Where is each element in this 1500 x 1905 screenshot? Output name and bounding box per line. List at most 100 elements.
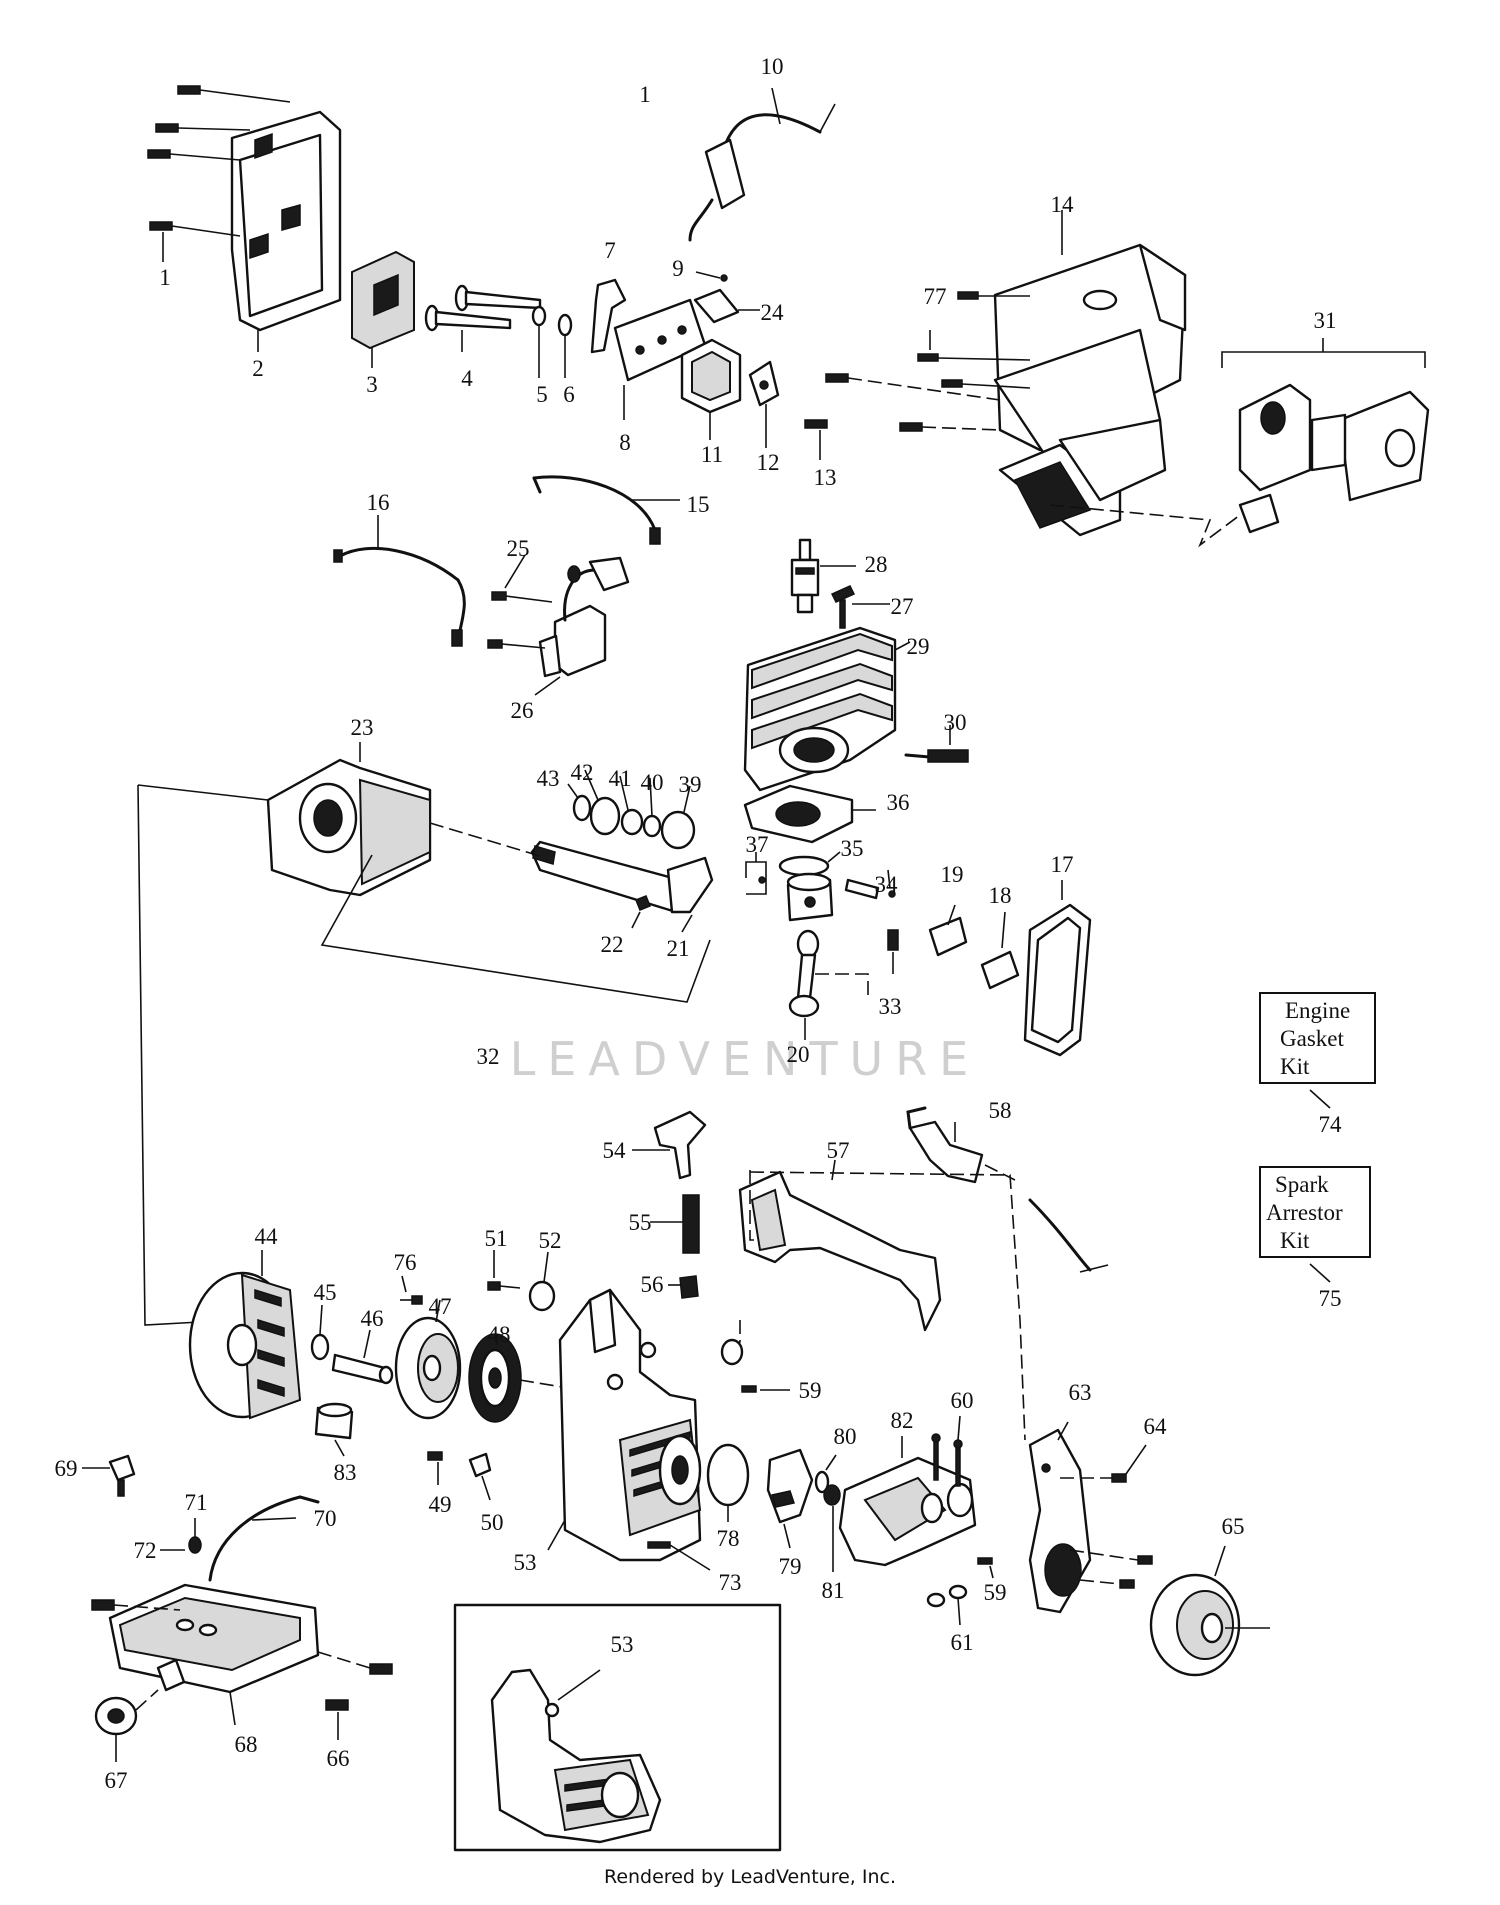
part-label-37: 37 xyxy=(746,832,769,857)
piston-pin-34 xyxy=(844,869,896,900)
clip-56 xyxy=(668,1275,699,1299)
part-label-68: 68 xyxy=(235,1732,258,1757)
part-label-10: 10 xyxy=(761,54,784,79)
engine-gasket-kit-box: Engine Gasket Kit xyxy=(1259,992,1376,1109)
part-label-3: 3 xyxy=(366,372,378,397)
part-label-20: 20 xyxy=(787,1042,810,1067)
part-label-81: 81 xyxy=(822,1578,845,1603)
throttle-lever xyxy=(590,278,627,354)
ignition-coil xyxy=(487,554,630,696)
part-label-80: 80 xyxy=(834,1424,857,1449)
part-label-5: 5 xyxy=(536,382,548,407)
cylinder xyxy=(743,626,911,792)
part-label-21: 21 xyxy=(667,936,690,961)
cylinder-gasket xyxy=(743,784,876,844)
part-label-78: 78 xyxy=(717,1526,740,1551)
clutch-drum-65 xyxy=(1149,1545,1270,1677)
part-label-31: 31 xyxy=(1314,308,1337,333)
starter-housing xyxy=(547,1288,702,1562)
screw-64 xyxy=(1060,1444,1147,1483)
part-label-63: 63 xyxy=(1069,1380,1092,1405)
part-label-43: 43 xyxy=(537,766,560,791)
part-label-53b: 53 xyxy=(611,1632,634,1657)
part-label-12: 12 xyxy=(757,450,780,475)
part-label-14: 14 xyxy=(1051,192,1075,217)
air-filter-element xyxy=(351,250,415,368)
part-label-8: 8 xyxy=(619,430,631,455)
cap-69 xyxy=(82,1454,136,1497)
part-label-44: 44 xyxy=(255,1224,279,1249)
part-label-32: 32 xyxy=(477,1044,500,1069)
part-label-53a: 53 xyxy=(514,1550,537,1575)
part-label-11: 11 xyxy=(701,442,723,467)
crankcase-half xyxy=(266,742,432,897)
spark-arrestor-kit-line-2: Arrestor xyxy=(1266,1200,1343,1225)
part-label-52: 52 xyxy=(539,1228,562,1253)
part-label-57: 57 xyxy=(827,1138,850,1163)
part-label-7: 7 xyxy=(604,238,616,263)
screw-73 xyxy=(647,1541,711,1571)
bracket-63 xyxy=(1028,1421,1092,1614)
part-label-59b: 59 xyxy=(984,1580,1007,1605)
part-label-83: 83 xyxy=(334,1460,357,1485)
part-label-61: 61 xyxy=(951,1630,974,1655)
part-label-77: 77 xyxy=(924,284,947,309)
part-label-35: 35 xyxy=(841,836,864,861)
part-label-71: 71 xyxy=(185,1490,208,1515)
part-label-23: 23 xyxy=(351,715,374,740)
cylinder-spring xyxy=(904,725,969,763)
connecting-rod xyxy=(788,929,869,1040)
air-filter-cover xyxy=(230,110,342,352)
part-label-1b: 1 xyxy=(159,265,171,290)
part-label-1a: 1 xyxy=(639,82,651,107)
engine-gasket-kit-line-2: Gasket xyxy=(1280,1026,1344,1051)
part-label-22: 22 xyxy=(601,932,624,957)
part-label-18: 18 xyxy=(989,883,1012,908)
screws-77 xyxy=(917,291,1031,389)
part-label-72: 72 xyxy=(134,1538,157,1563)
part-label-69: 69 xyxy=(55,1456,78,1481)
part-label-28: 28 xyxy=(865,552,888,577)
washer-45-shaft-46-83 xyxy=(310,1304,394,1457)
grommet-71-72 xyxy=(160,1518,202,1554)
part-label-46: 46 xyxy=(361,1306,384,1331)
flywheel xyxy=(137,784,302,1420)
key-22 xyxy=(631,895,651,929)
part-label-65: 65 xyxy=(1222,1514,1245,1539)
starter-handle xyxy=(632,1110,707,1180)
part-label-70: 70 xyxy=(314,1506,337,1531)
washer-80-nut-81 xyxy=(814,1454,841,1572)
part-label-33: 33 xyxy=(879,994,902,1019)
carburetor xyxy=(680,271,760,440)
part-label-76: 76 xyxy=(394,1250,417,1275)
crankshaft xyxy=(429,822,714,933)
screw-59b xyxy=(977,1557,994,1579)
part-label-39: 39 xyxy=(679,772,702,797)
screw-51-bushing-52 xyxy=(487,1250,556,1312)
starter-spring-55 xyxy=(650,1194,700,1254)
throttle-cable xyxy=(688,87,836,242)
engine-shroud xyxy=(993,210,1187,537)
part-label-6: 6 xyxy=(563,382,575,407)
spark-arrestor-kit-box: Spark Arrestor Kit xyxy=(1259,1166,1371,1283)
part-label-66: 66 xyxy=(327,1746,350,1771)
crankcase-gasket-17 xyxy=(1023,880,1092,1057)
part-label-29: 29 xyxy=(907,634,930,659)
part-label-16: 16 xyxy=(367,490,390,515)
part-label-48: 48 xyxy=(488,1322,511,1347)
part-label-34: 34 xyxy=(875,872,899,897)
screws-13 xyxy=(804,373,1001,460)
part-label-67: 67 xyxy=(105,1768,128,1793)
part-label-15: 15 xyxy=(687,492,710,517)
part-label-2: 2 xyxy=(252,356,264,381)
carburetor-gasket xyxy=(748,360,780,448)
part-label-47: 47 xyxy=(429,1294,452,1319)
part-label-45: 45 xyxy=(314,1280,337,1305)
rear-handle xyxy=(738,1159,942,1332)
muffler-screw xyxy=(830,585,890,629)
part-label-4: 4 xyxy=(461,366,473,391)
washer-78 xyxy=(706,1443,750,1522)
part-label-79: 79 xyxy=(779,1554,802,1579)
watermark-text: LEADVENTURE xyxy=(510,1032,981,1086)
